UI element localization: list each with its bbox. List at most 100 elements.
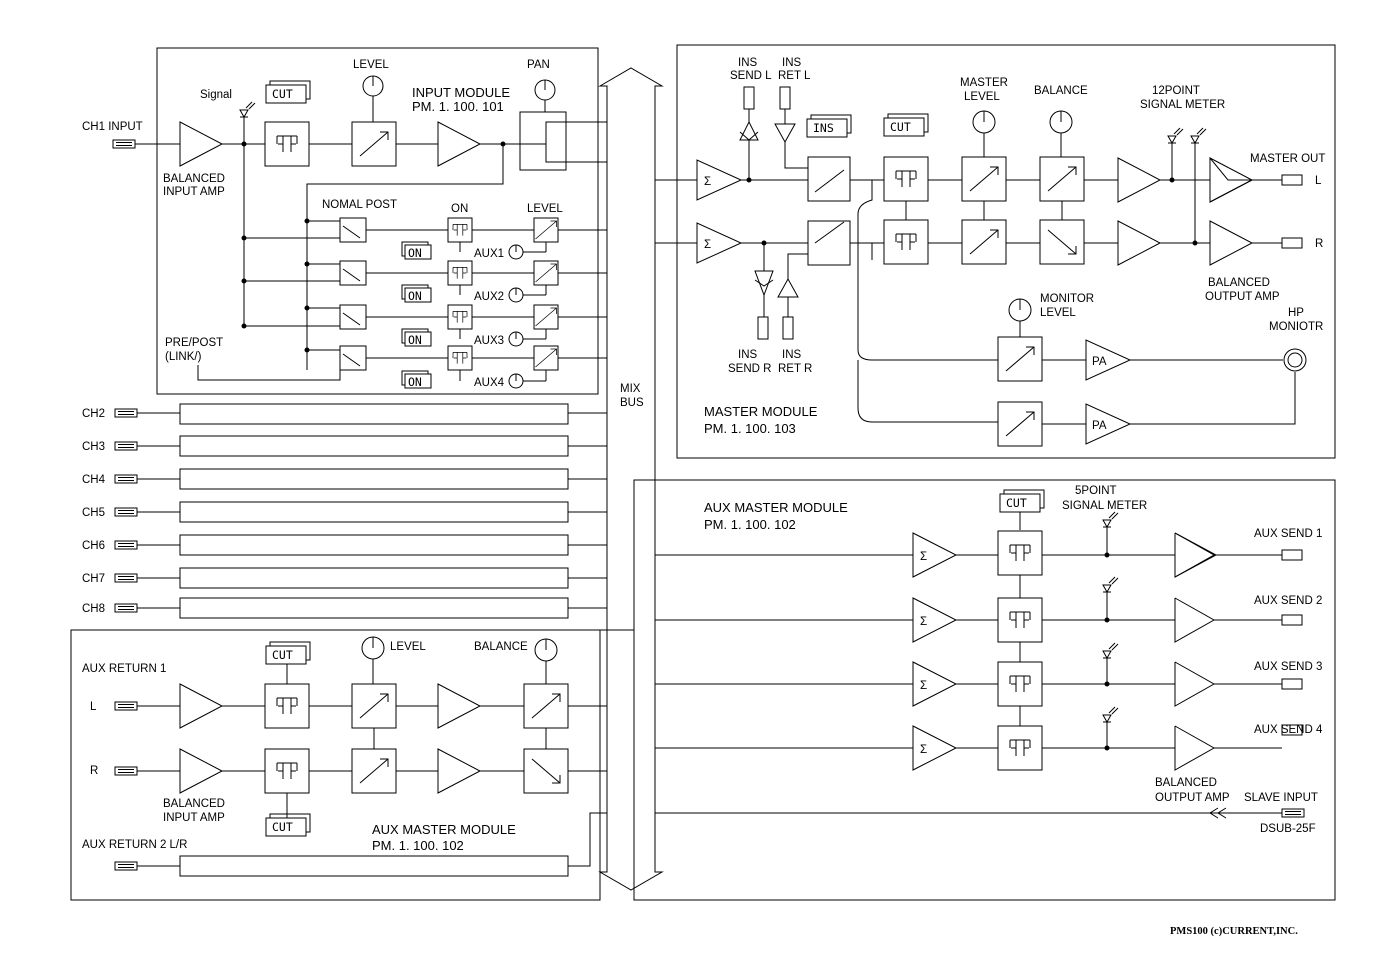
aux2-row: ON AUX2 — [241, 260, 640, 303]
svg-text:MASTER OUT: MASTER OUT — [1250, 153, 1325, 165]
master-out-amp-r — [1209, 220, 1254, 266]
pa-amp-1 — [1085, 339, 1132, 381]
svg-text:CH3: CH3 — [82, 441, 105, 453]
svg-text:LEVEL: LEVEL — [353, 59, 389, 71]
aux-master-cut-button[interactable]: CUT — [999, 489, 1045, 513]
ch1-input-label: CH1 INPUT — [82, 121, 143, 133]
svg-text:SIGNAL METER: SIGNAL METER — [1062, 500, 1147, 512]
svg-text:RET L: RET L — [778, 70, 811, 82]
svg-text:SEND R: SEND R — [728, 363, 771, 375]
svg-text:CH6: CH6 — [82, 540, 105, 552]
aux1-on-button[interactable]: ON — [401, 241, 432, 260]
svg-text:ON: ON — [408, 375, 422, 389]
svg-text:AUX RETURN 2 L/R: AUX RETURN 2 L/R — [82, 839, 187, 851]
aux-send-1-row: Σ AUX SEND 1 — [655, 511, 1322, 578]
svg-text:INS: INS — [782, 349, 802, 361]
cut-button[interactable]: CUT — [265, 80, 311, 104]
aux-return-cut-button-bottom[interactable]: CUT — [265, 813, 311, 837]
svg-text:R: R — [90, 765, 98, 777]
svg-text:AUX1: AUX1 — [474, 248, 504, 260]
svg-text:ON: ON — [408, 333, 422, 347]
aux4-on-button[interactable]: ON — [401, 370, 432, 389]
master-cut-r — [883, 219, 929, 265]
master-cut-button[interactable]: CUT — [883, 113, 929, 137]
svg-text:LEVEL: LEVEL — [964, 91, 1000, 103]
svg-text:AUX SEND 1: AUX SEND 1 — [1254, 528, 1322, 540]
svg-text:CH8: CH8 — [82, 603, 105, 615]
aux-return-frame — [70, 629, 601, 901]
svg-text:12POINT: 12POINT — [1152, 85, 1200, 97]
meter-r-icon — [1190, 127, 1207, 144]
svg-text:AUX SEND 4: AUX SEND 4 — [1254, 724, 1323, 736]
svg-text:INPUT AMP: INPUT AMP — [163, 186, 225, 198]
master-module-frame — [676, 44, 1336, 459]
svg-text:INS: INS — [738, 349, 758, 361]
svg-text:AUX SEND 3: AUX SEND 3 — [1254, 661, 1322, 673]
svg-text:Σ: Σ — [704, 239, 711, 251]
svg-text:(LINK/): (LINK/) — [165, 351, 202, 363]
master-module-title: MASTER MODULE — [704, 404, 818, 419]
svg-text:INS: INS — [738, 57, 758, 69]
ins-switch-r — [807, 220, 851, 266]
aux-return-title: AUX MASTER MODULE — [372, 822, 516, 837]
meter-l-icon — [1167, 127, 1184, 144]
aux-send-3-row: Σ AUX SEND 3 — [655, 642, 1322, 707]
svg-text:CH7: CH7 — [82, 573, 105, 585]
svg-text:CH5: CH5 — [82, 507, 105, 519]
svg-text:BUS: BUS — [620, 397, 644, 409]
svg-text:AUX RETURN 1: AUX RETURN 1 — [82, 663, 166, 675]
aux3-row: ON AUX3 — [241, 304, 640, 347]
svg-text:CUT: CUT — [890, 120, 911, 134]
svg-text:RET R: RET R — [778, 363, 812, 375]
channel-ch8: CH8 — [82, 597, 640, 619]
svg-text:ON: ON — [408, 246, 422, 260]
svg-text:BALANCED: BALANCED — [1208, 277, 1270, 289]
signal-led-icon — [239, 101, 256, 118]
svg-text:Σ: Σ — [704, 176, 711, 188]
svg-text:BALANCED: BALANCED — [163, 798, 225, 810]
footer-copyright: PMS100 (c)CURRENT,INC. — [1170, 926, 1298, 937]
svg-text:CH2: CH2 — [82, 408, 105, 420]
svg-text:INS: INS — [813, 121, 834, 135]
svg-text:PA: PA — [1092, 356, 1107, 368]
channel-ch6: CH6 — [82, 534, 640, 556]
svg-text:ON: ON — [451, 203, 468, 215]
ins-button[interactable]: INS — [806, 114, 852, 138]
svg-text:PAN: PAN — [527, 59, 550, 71]
cut-block — [264, 121, 310, 167]
svg-text:AUX3: AUX3 — [474, 335, 504, 347]
svg-text:MONITOR: MONITOR — [1040, 293, 1094, 305]
balanced-input-amp — [179, 121, 224, 167]
channel-strips: CH2 CH3 CH4 CH5 CH6 CH7 CH8 — [82, 403, 640, 619]
svg-text:MONIOTR: MONIOTR — [1269, 321, 1323, 333]
svg-text:L: L — [90, 701, 97, 713]
aux2-on-button[interactable]: ON — [401, 284, 432, 303]
svg-text:CUT: CUT — [272, 820, 293, 834]
svg-text:BALANCED: BALANCED — [1155, 777, 1217, 789]
svg-text:OUTPUT AMP: OUTPUT AMP — [1155, 792, 1230, 804]
svg-text:PM. 1. 100. 101: PM. 1. 100. 101 — [412, 99, 504, 114]
svg-text:AUX2: AUX2 — [474, 291, 504, 303]
svg-text:R: R — [1315, 238, 1323, 250]
svg-text:MIX: MIX — [620, 383, 641, 395]
svg-text:PM. 1. 100. 103: PM. 1. 100. 103 — [704, 421, 796, 436]
pa-amp-2 — [1085, 403, 1132, 445]
svg-text:OUTPUT AMP: OUTPUT AMP — [1205, 291, 1280, 303]
svg-text:BALANCE: BALANCE — [1034, 85, 1088, 97]
monitor-fader-1 — [997, 336, 1043, 382]
aux-return-cut-button-top[interactable]: CUT — [265, 641, 311, 665]
svg-text:L: L — [1315, 175, 1322, 187]
svg-text:PM. 1. 100. 102: PM. 1. 100. 102 — [372, 838, 464, 853]
aux3-on-button[interactable]: ON — [401, 328, 432, 347]
svg-text:BALANCED: BALANCED — [163, 173, 225, 185]
svg-text:5POINT: 5POINT — [1075, 485, 1117, 497]
svg-text:PA: PA — [1092, 420, 1107, 432]
svg-text:CUT: CUT — [1006, 496, 1027, 510]
master-out-amp-l — [1209, 156, 1253, 203]
aux-master-title: AUX MASTER MODULE — [704, 500, 848, 515]
svg-text:NOMAL POST: NOMAL POST — [322, 199, 397, 211]
svg-text:DSUB-25F: DSUB-25F — [1260, 823, 1316, 835]
svg-text:CUT: CUT — [272, 87, 293, 101]
input-module-title: INPUT MODULE — [412, 85, 510, 100]
svg-text:CH4: CH4 — [82, 474, 106, 486]
